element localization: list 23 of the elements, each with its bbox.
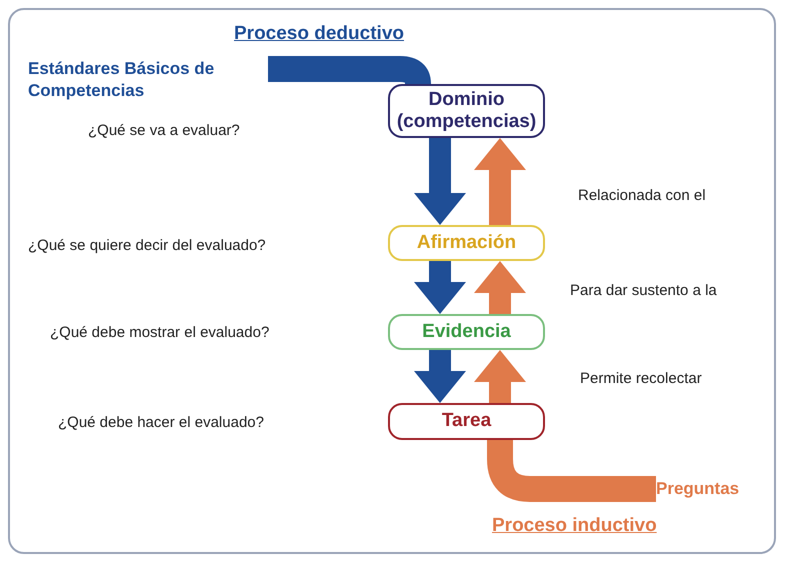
- block-arrow: [414, 350, 466, 403]
- block-arrow: [474, 261, 526, 314]
- stage-box: Afirmación: [388, 225, 545, 261]
- relation-text: Permite recolectar: [580, 369, 702, 389]
- relation-text: Para dar sustento a la: [570, 281, 717, 301]
- question-text: ¿Qué se quiere decir del evaluado?: [28, 236, 266, 256]
- question-text: ¿Qué debe hacer el evaluado?: [58, 413, 264, 433]
- stage-box: Evidencia: [388, 314, 545, 350]
- relation-text: Relacionada con el: [578, 186, 706, 206]
- question-text: ¿Qué debe mostrar el evaluado?: [50, 323, 270, 343]
- stage-box: Tarea: [388, 403, 545, 440]
- flow-band: [487, 440, 656, 502]
- title: Proceso deductivo: [234, 22, 404, 46]
- stage-box: Dominio (competencias): [388, 84, 545, 138]
- block-arrow: [414, 138, 466, 225]
- flow-band: [268, 56, 431, 85]
- block-arrow: [414, 261, 466, 314]
- source-label: Estándares Básicos de Competencias: [28, 58, 268, 106]
- source-label: Preguntas: [656, 476, 760, 502]
- section-heading: Proceso inductivo: [492, 514, 657, 538]
- block-arrow: [474, 350, 526, 403]
- block-arrow: [474, 138, 526, 225]
- question-text: ¿Qué se va a evaluar?: [88, 121, 240, 141]
